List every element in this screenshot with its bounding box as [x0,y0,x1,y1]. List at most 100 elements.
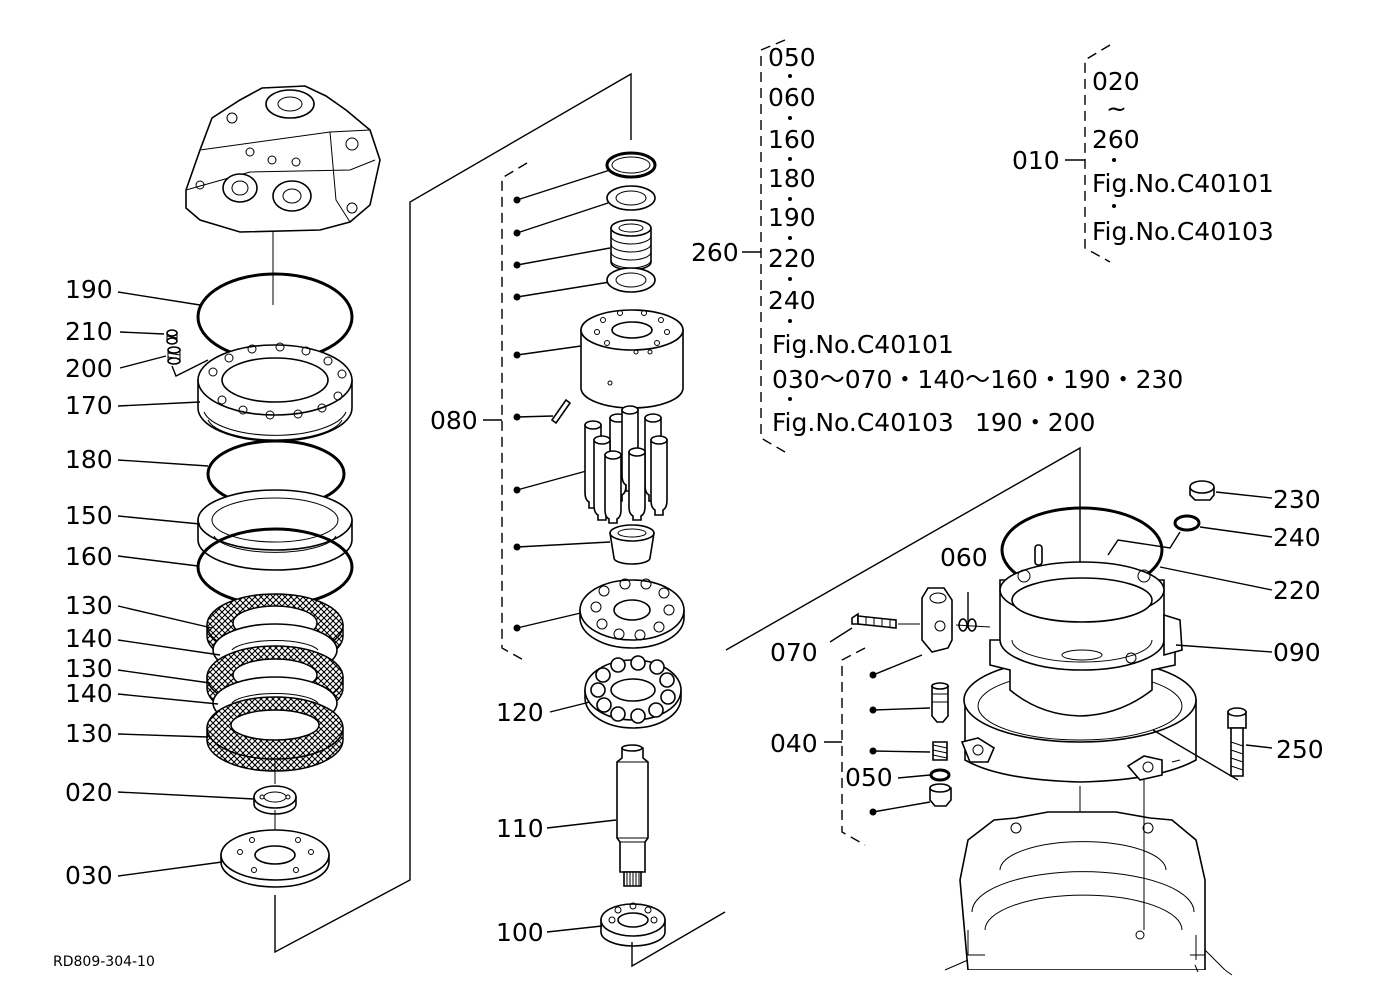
shoe-plate-120 [584,655,682,729]
kit260-ref1-parts: 030～070・140～160・190・230 [772,365,1183,394]
kit260-item-3: 160 [768,125,816,154]
leader-130-a [117,605,213,629]
brake-plate-170 [197,342,353,442]
kit010-sep-1 [1112,158,1116,162]
o-ring-240 [1173,514,1201,532]
friction-plate-130-bottom [206,696,344,772]
label-150: 150 [65,501,113,530]
leader-140-b [117,693,219,705]
plug-230 [1189,480,1215,501]
kit260-sep-7 [788,319,792,323]
kit260-ref2: Fig.No.C40103 [772,408,954,437]
pin-part [550,398,572,425]
leader-240-to-port [1107,531,1181,556]
label-060: 060 [940,543,988,572]
label-160: 160 [65,542,113,571]
label-210: 210 [65,317,113,346]
label-130-a: 130 [65,591,113,620]
kit260-sep-4 [788,197,792,201]
kit010-ref2: Fig.No.C40103 [1092,217,1274,246]
kit260-sep-5 [788,236,792,240]
label-200: 200 [65,354,113,383]
leader-250 [1245,744,1273,749]
spring-210 [166,329,178,345]
label-190: 190 [65,275,113,304]
leader-050 [897,774,931,779]
kit260-sep-8 [788,397,792,401]
leader-160 [117,555,199,567]
leader-240 [1199,526,1273,538]
label-260: 260 [691,238,739,267]
label-130-b: 130 [65,654,113,683]
kit260-ref1: Fig.No.C40101 [772,330,954,359]
spherical-bush-part [609,524,655,565]
assembly-line-250 [1152,729,1239,781]
leader-090 [1175,644,1273,653]
small-spring-part [932,741,948,761]
bracket-010 [1084,44,1111,263]
valve-plug-part [929,783,952,807]
kit010-first: 020 [1092,67,1140,96]
drawing-code: RD809-304-10 [53,954,155,970]
label-100: 100 [496,918,544,947]
leader-200-to-plate [171,359,209,377]
kit010-range-tilde: ~ [1106,94,1127,123]
relief-valve-axis [955,624,991,628]
leader-130-c [117,733,209,738]
bearing-020 [253,785,297,815]
washer-part [606,185,656,211]
leader-140-a [117,639,221,656]
drive-shaft-110 [616,744,649,887]
label-020: 020 [65,778,113,807]
label-070: 070 [770,638,818,667]
plate-030 [220,829,330,888]
kit260-ref2-parts: 190・200 [975,408,1095,437]
retainer-plate-part [579,578,685,649]
leader-100 [546,925,603,933]
housing-pin-part [1034,544,1043,566]
relief-valve-body-part [921,587,953,653]
snap-ring-part [605,151,657,179]
kit260-sep-1 [788,74,792,78]
lower-housing-crop [930,970,1230,1002]
kit260-item-5: 190 [768,203,816,232]
assembly-line-center-right [725,446,1081,651]
kit260-item-1: 050 [768,43,816,72]
leader-150 [117,515,201,525]
label-170: 170 [65,391,113,420]
kit-040-leaders [869,654,931,816]
leader-190 [117,291,201,306]
kit010-ref1: Fig.No.C40101 [1092,169,1274,198]
bolt-250 [1227,707,1247,777]
assembly-line-center-bottom [631,911,726,968]
label-110: 110 [496,814,544,843]
poppet-part [931,682,949,723]
label-050: 050 [845,763,893,792]
kit260-item-2: 060 [768,83,816,112]
kit010-last: 260 [1092,125,1140,154]
motor-housing-090 [960,561,1197,783]
leader-180 [117,459,209,467]
label-140-a: 140 [65,624,113,653]
label-120: 120 [496,698,544,727]
label-250: 250 [1276,735,1324,764]
cylinder-block-part [580,309,684,409]
label-090: 090 [1273,638,1321,667]
lower-housing-edge [944,959,1233,976]
piston-set-part [584,405,668,524]
spring-part [610,219,652,271]
leader-200 [119,355,167,369]
leader-170 [117,401,201,407]
bearing-100 [600,902,666,947]
leader-030 [117,861,223,877]
leader-130-b [117,669,211,684]
valve-casing-part [185,85,381,233]
leader-020 [117,791,255,800]
kit260-sep-2 [788,116,792,120]
spring-200 [167,346,181,365]
bracket-040 [841,647,866,846]
kit260-item-6: 220 [768,244,816,273]
leader-210 [119,331,165,335]
label-180: 180 [65,445,113,474]
